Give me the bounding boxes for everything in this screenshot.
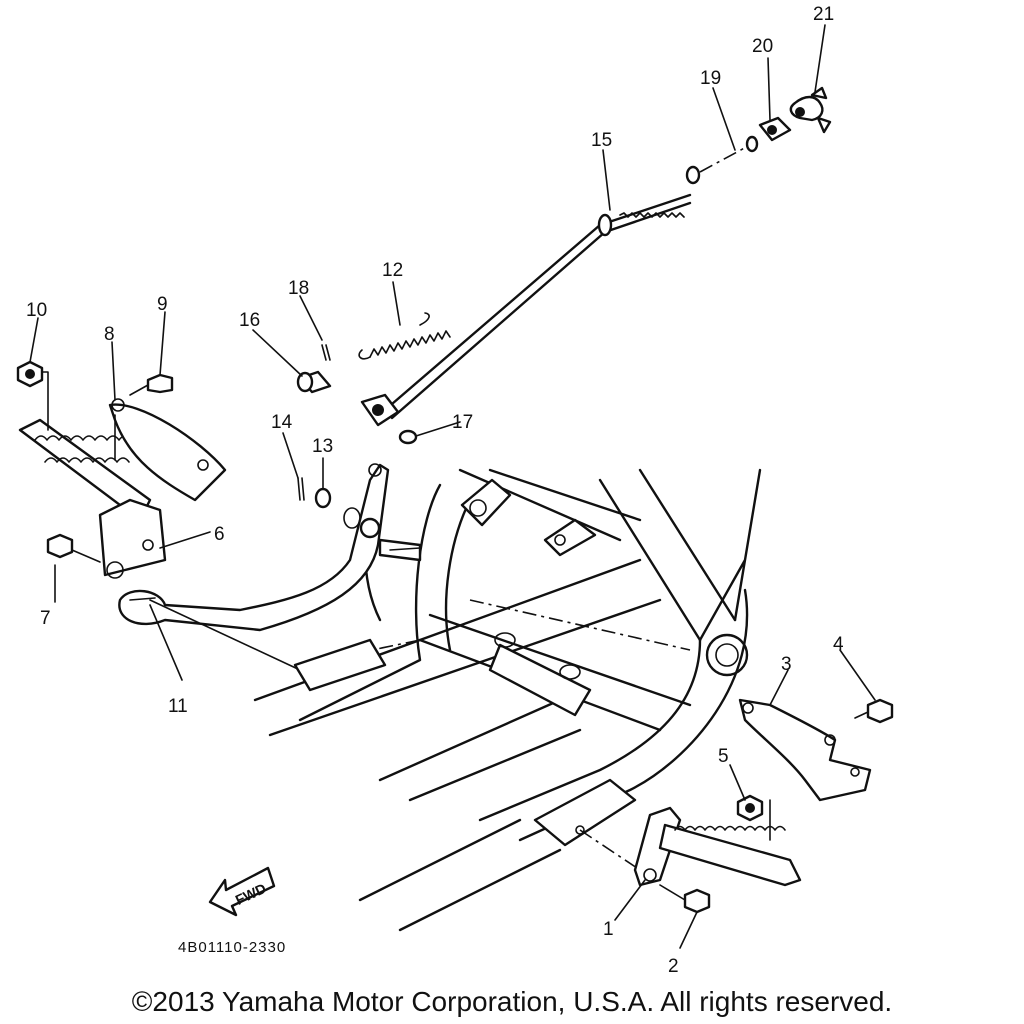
washer-13 xyxy=(314,487,332,509)
label-20: 20 xyxy=(752,36,773,57)
bolt-4 xyxy=(854,698,894,724)
bolt-9 xyxy=(129,373,174,396)
washer-17 xyxy=(398,429,418,445)
nut-10 xyxy=(16,360,49,431)
rod-clevis xyxy=(360,393,400,427)
label-17: 17 xyxy=(452,412,473,433)
pin-16 xyxy=(296,370,332,394)
label-9: 9 xyxy=(157,294,168,315)
label-8: 8 xyxy=(104,324,115,345)
label-11: 11 xyxy=(168,696,188,717)
label-16: 16 xyxy=(239,310,260,331)
clevis-20 xyxy=(758,116,792,142)
label-15: 15 xyxy=(591,130,612,151)
cotter-pin-18 xyxy=(321,344,331,361)
part-labels: 1 2 3 4 5 6 7 8 9 10 11 12 13 14 15 16 1… xyxy=(26,4,844,977)
bolt-2 xyxy=(659,884,711,914)
fwd-arrow: FWD xyxy=(208,866,276,917)
label-13: 13 xyxy=(312,436,333,457)
heel-plate xyxy=(738,698,872,802)
label-6: 6 xyxy=(214,524,225,545)
leader-lines xyxy=(29,24,876,949)
nut-5 xyxy=(736,794,771,841)
label-10: 10 xyxy=(26,300,47,321)
rod-joint-19 xyxy=(685,135,759,185)
label-3: 3 xyxy=(781,654,792,675)
label-5: 5 xyxy=(718,746,729,767)
label-14: 14 xyxy=(271,412,293,433)
bolt-7 xyxy=(46,533,101,563)
label-2: 2 xyxy=(668,956,679,977)
label-21: 21 xyxy=(813,4,834,25)
frame xyxy=(253,468,762,932)
label-4: 4 xyxy=(833,634,844,655)
label-18: 18 xyxy=(288,278,309,299)
cotter-pin-14 xyxy=(297,477,305,501)
label-1: 1 xyxy=(603,919,614,940)
brake-rod xyxy=(383,193,692,420)
spring xyxy=(358,312,451,360)
cover-plate xyxy=(108,398,227,502)
label-12: 12 xyxy=(382,260,403,281)
adjuster-knob-21 xyxy=(789,86,832,134)
label-7: 7 xyxy=(40,608,51,629)
copyright-notice: ©2013 Yamaha Motor Corporation, U.S.A. A… xyxy=(131,986,893,1017)
label-19: 19 xyxy=(700,68,721,89)
right-footrest xyxy=(633,806,802,887)
brake-pedal xyxy=(118,463,421,692)
drawing-code: 4B01110-2330 xyxy=(178,939,286,956)
